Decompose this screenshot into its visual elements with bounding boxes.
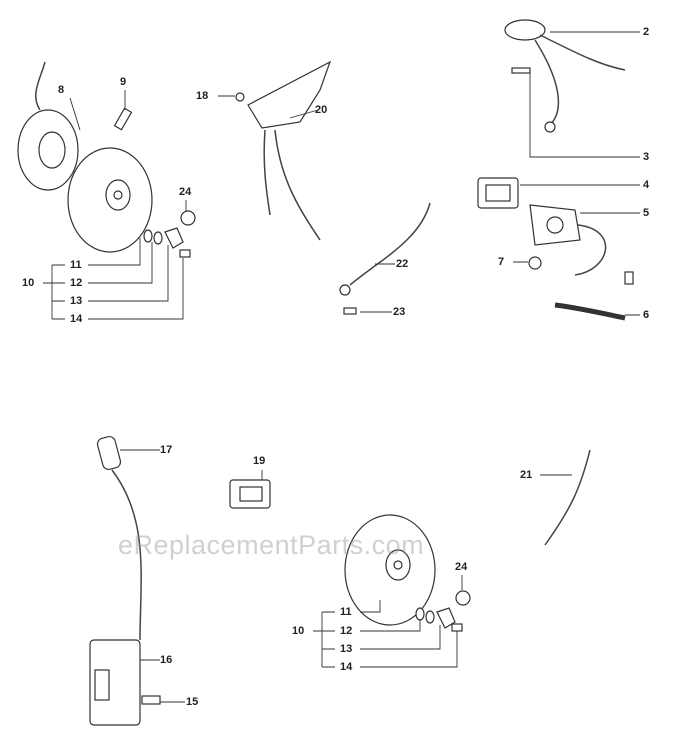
callout-c18: 18 [196,90,209,102]
callout-c2: 2 [643,26,650,38]
wire-part-21 [544,449,591,546]
washers-parts-11-14-lower [415,607,463,632]
nut-part-7 [528,256,542,270]
callout-c14b: 14 [340,661,353,673]
callout-c13a: 13 [70,295,83,307]
spark-plug-cap-part-17 [96,435,122,471]
callout-c9: 9 [120,76,127,88]
callout-c19: 19 [253,455,266,467]
nut-part-24 [180,210,196,226]
callout-c10b: 10 [292,625,305,637]
gasket-part-5 [529,204,634,285]
callout-c7: 7 [498,256,505,268]
callout-c24b: 24 [455,561,468,573]
nut-part-24-lower [455,590,471,606]
callout-c17: 17 [160,444,173,456]
tube-part-6 [554,302,626,321]
callout-c10a: 10 [22,277,35,289]
callout-c24a: 24 [179,186,192,198]
callout-c22: 22 [396,258,409,270]
screw-part-15 [141,695,161,705]
callout-c21: 21 [520,469,533,481]
stator-part-8 [17,61,79,191]
washers-parts-11-14 [143,227,191,258]
callout-c15: 15 [186,696,199,708]
flywheel-part-10 [67,147,153,253]
ignition-coil-part-16 [89,639,141,726]
callout-c4: 4 [643,179,650,191]
callout-c14a: 14 [70,313,83,325]
callout-c6: 6 [643,309,650,321]
wire-part-22 [339,202,431,315]
callout-c5: 5 [643,207,650,219]
callout-c16: 16 [160,654,173,666]
leader-lines [43,31,640,703]
callout-c12a: 12 [70,277,83,289]
callout-c3: 3 [643,151,650,163]
callout-c11a: 11 [70,259,82,271]
watermark: eReplacementParts.com [118,530,425,560]
callout-c20: 20 [315,104,328,116]
screw-part-9 [113,107,133,131]
callout-c13b: 13 [340,643,353,655]
bracket-part-20 [235,60,332,241]
callout-c11b: 11 [340,606,352,618]
callout-c23: 23 [393,306,406,318]
callout-c12b: 12 [340,625,353,637]
callout-c8: 8 [58,84,65,96]
wire-harness-part-2 [504,19,626,133]
ignition-lead-wire [111,469,142,641]
flywheel-part-10-lower [344,514,436,626]
switch-part-4 [477,177,519,209]
switch-part-19 [229,479,271,509]
